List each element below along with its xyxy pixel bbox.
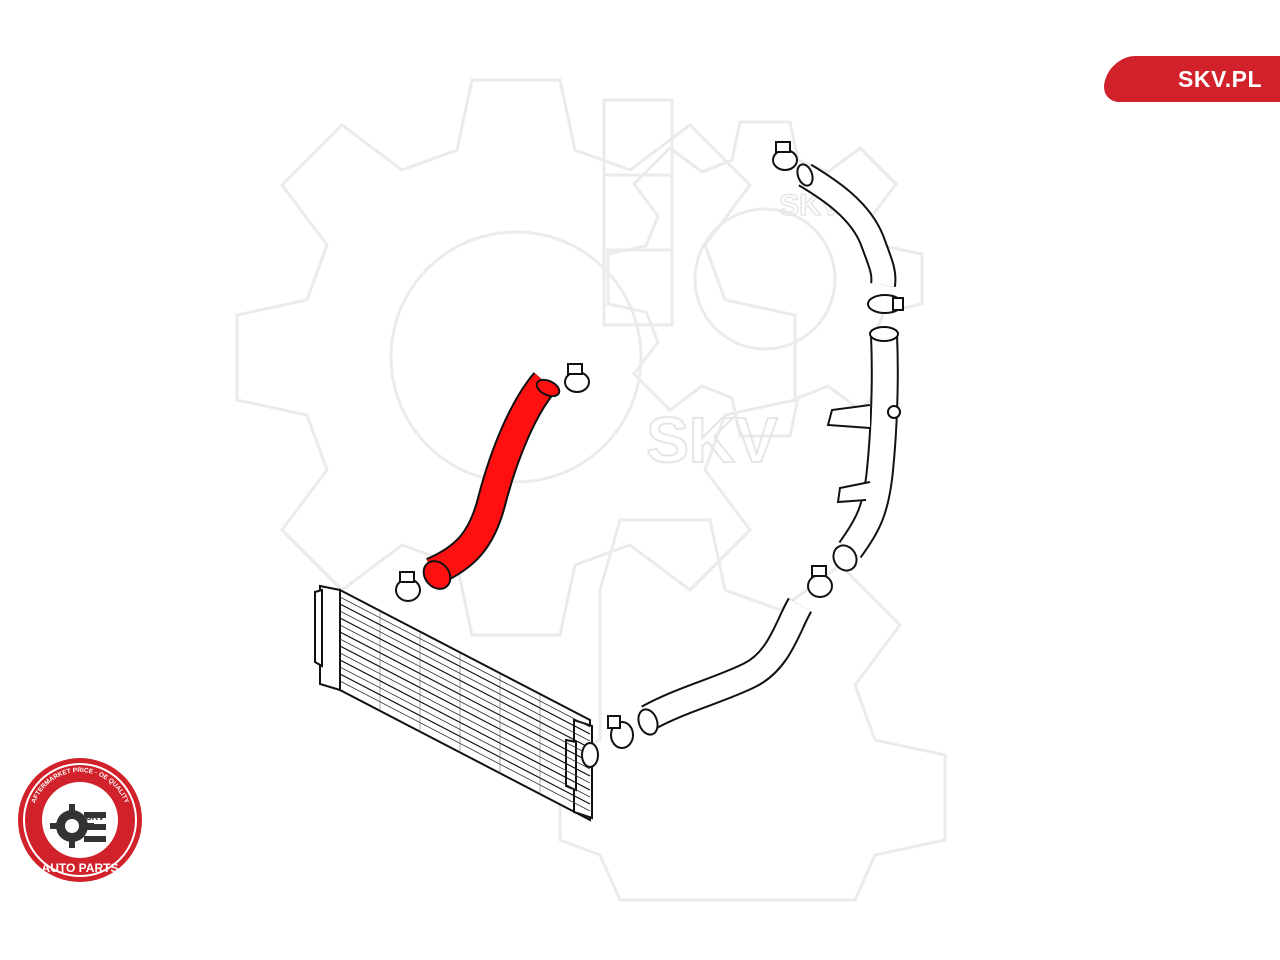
hose-clamp — [807, 565, 833, 598]
hose-clamp — [564, 363, 590, 393]
upper-outlet-hose — [796, 163, 897, 287]
watermark-gear-large — [235, 78, 797, 637]
seal-center-text: SKV — [86, 812, 105, 822]
lower-outlet-hose — [637, 597, 813, 736]
watermark-gear-bottom — [558, 518, 947, 902]
intercooler — [314, 584, 599, 822]
seal-bottom-text: AUTO PARTS — [42, 861, 119, 875]
hose-clamp — [867, 294, 904, 314]
watermark-e-mark — [602, 98, 674, 327]
hose-clamp — [772, 141, 798, 171]
watermark-gear-medium — [606, 120, 924, 438]
red-intake-hose — [422, 372, 561, 590]
hose-clamp — [607, 715, 634, 749]
brand-site-label: SKV.PL — [1178, 66, 1262, 92]
gear-icon — [50, 804, 94, 848]
watermark-text-center: SKV — [646, 404, 778, 476]
hose-clamp — [395, 571, 421, 602]
metal-intake-pipe — [826, 326, 901, 572]
quality-seal: SKV AUTO PARTS AFTERMARKET PRICE · OE QU… — [18, 758, 142, 882]
